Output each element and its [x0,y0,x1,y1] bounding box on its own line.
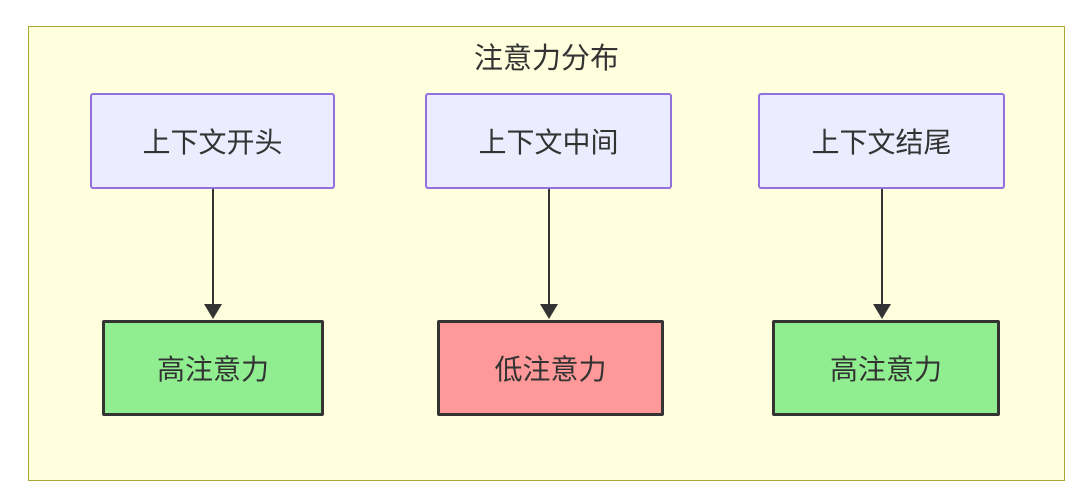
node-high-attention-right: 高注意力 [772,320,1000,416]
node-context-middle: 上下文中间 [425,93,672,189]
node-context-end: 上下文结尾 [758,93,1005,189]
node-context-beginning: 上下文开头 [90,93,335,189]
diagram-title: 注意力分布 [473,43,619,75]
node-low-attention-middle: 低注意力 [437,320,664,416]
node-high-attention-left: 高注意力 [102,320,324,416]
